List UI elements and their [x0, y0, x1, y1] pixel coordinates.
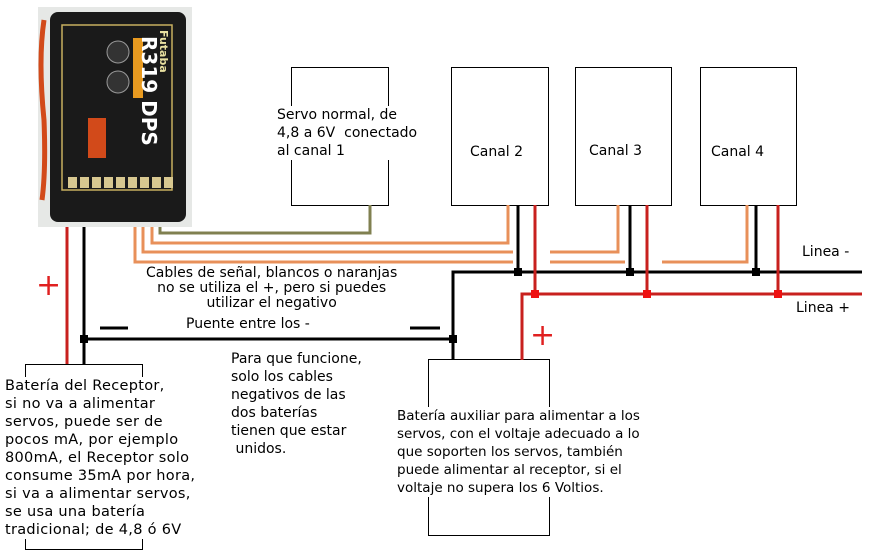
aux-battery-note: Batería auxiliar para alimentar a los se…	[397, 407, 640, 497]
receiver-image: Futaba R319 DPS	[38, 7, 192, 227]
canal-2-box	[451, 67, 549, 206]
canal-2-label: Canal 2	[470, 144, 524, 160]
negative-wires	[82, 205, 862, 364]
signal-cables-note: Cables de señal, blancos o naranjas no s…	[146, 265, 398, 311]
plus-symbol-aux-battery: +	[530, 318, 556, 353]
plus-symbol-receiver-battery: +	[36, 268, 62, 303]
positive-wires	[65, 205, 862, 364]
canal-3-box	[575, 67, 672, 206]
servo1-signal-wire	[158, 205, 372, 235]
positive-nodes	[531, 290, 782, 298]
linea-negative-label: Linea -	[802, 244, 850, 260]
negatives-joined-note: Para que funcione, solo los cables negat…	[231, 350, 362, 458]
receiver-battery-note: Batería del Receptor, si no va a aliment…	[5, 377, 196, 539]
receiver-brand-logo: Futaba	[157, 30, 170, 73]
servo-normal-label: Servo normal, de 4,8 a 6V conectado al c…	[277, 106, 418, 160]
negative-nodes	[80, 268, 760, 343]
receiver-model-logo: R319 DPS	[137, 36, 161, 146]
canal-3-label: Canal 3	[589, 143, 643, 159]
linea-positive-label: Linea +	[796, 300, 850, 316]
bridge-note: Puente entre los -	[186, 316, 310, 332]
signal-wires	[133, 205, 749, 264]
canal-4-label: Canal 4	[711, 144, 765, 160]
canal-4-box	[700, 67, 797, 206]
